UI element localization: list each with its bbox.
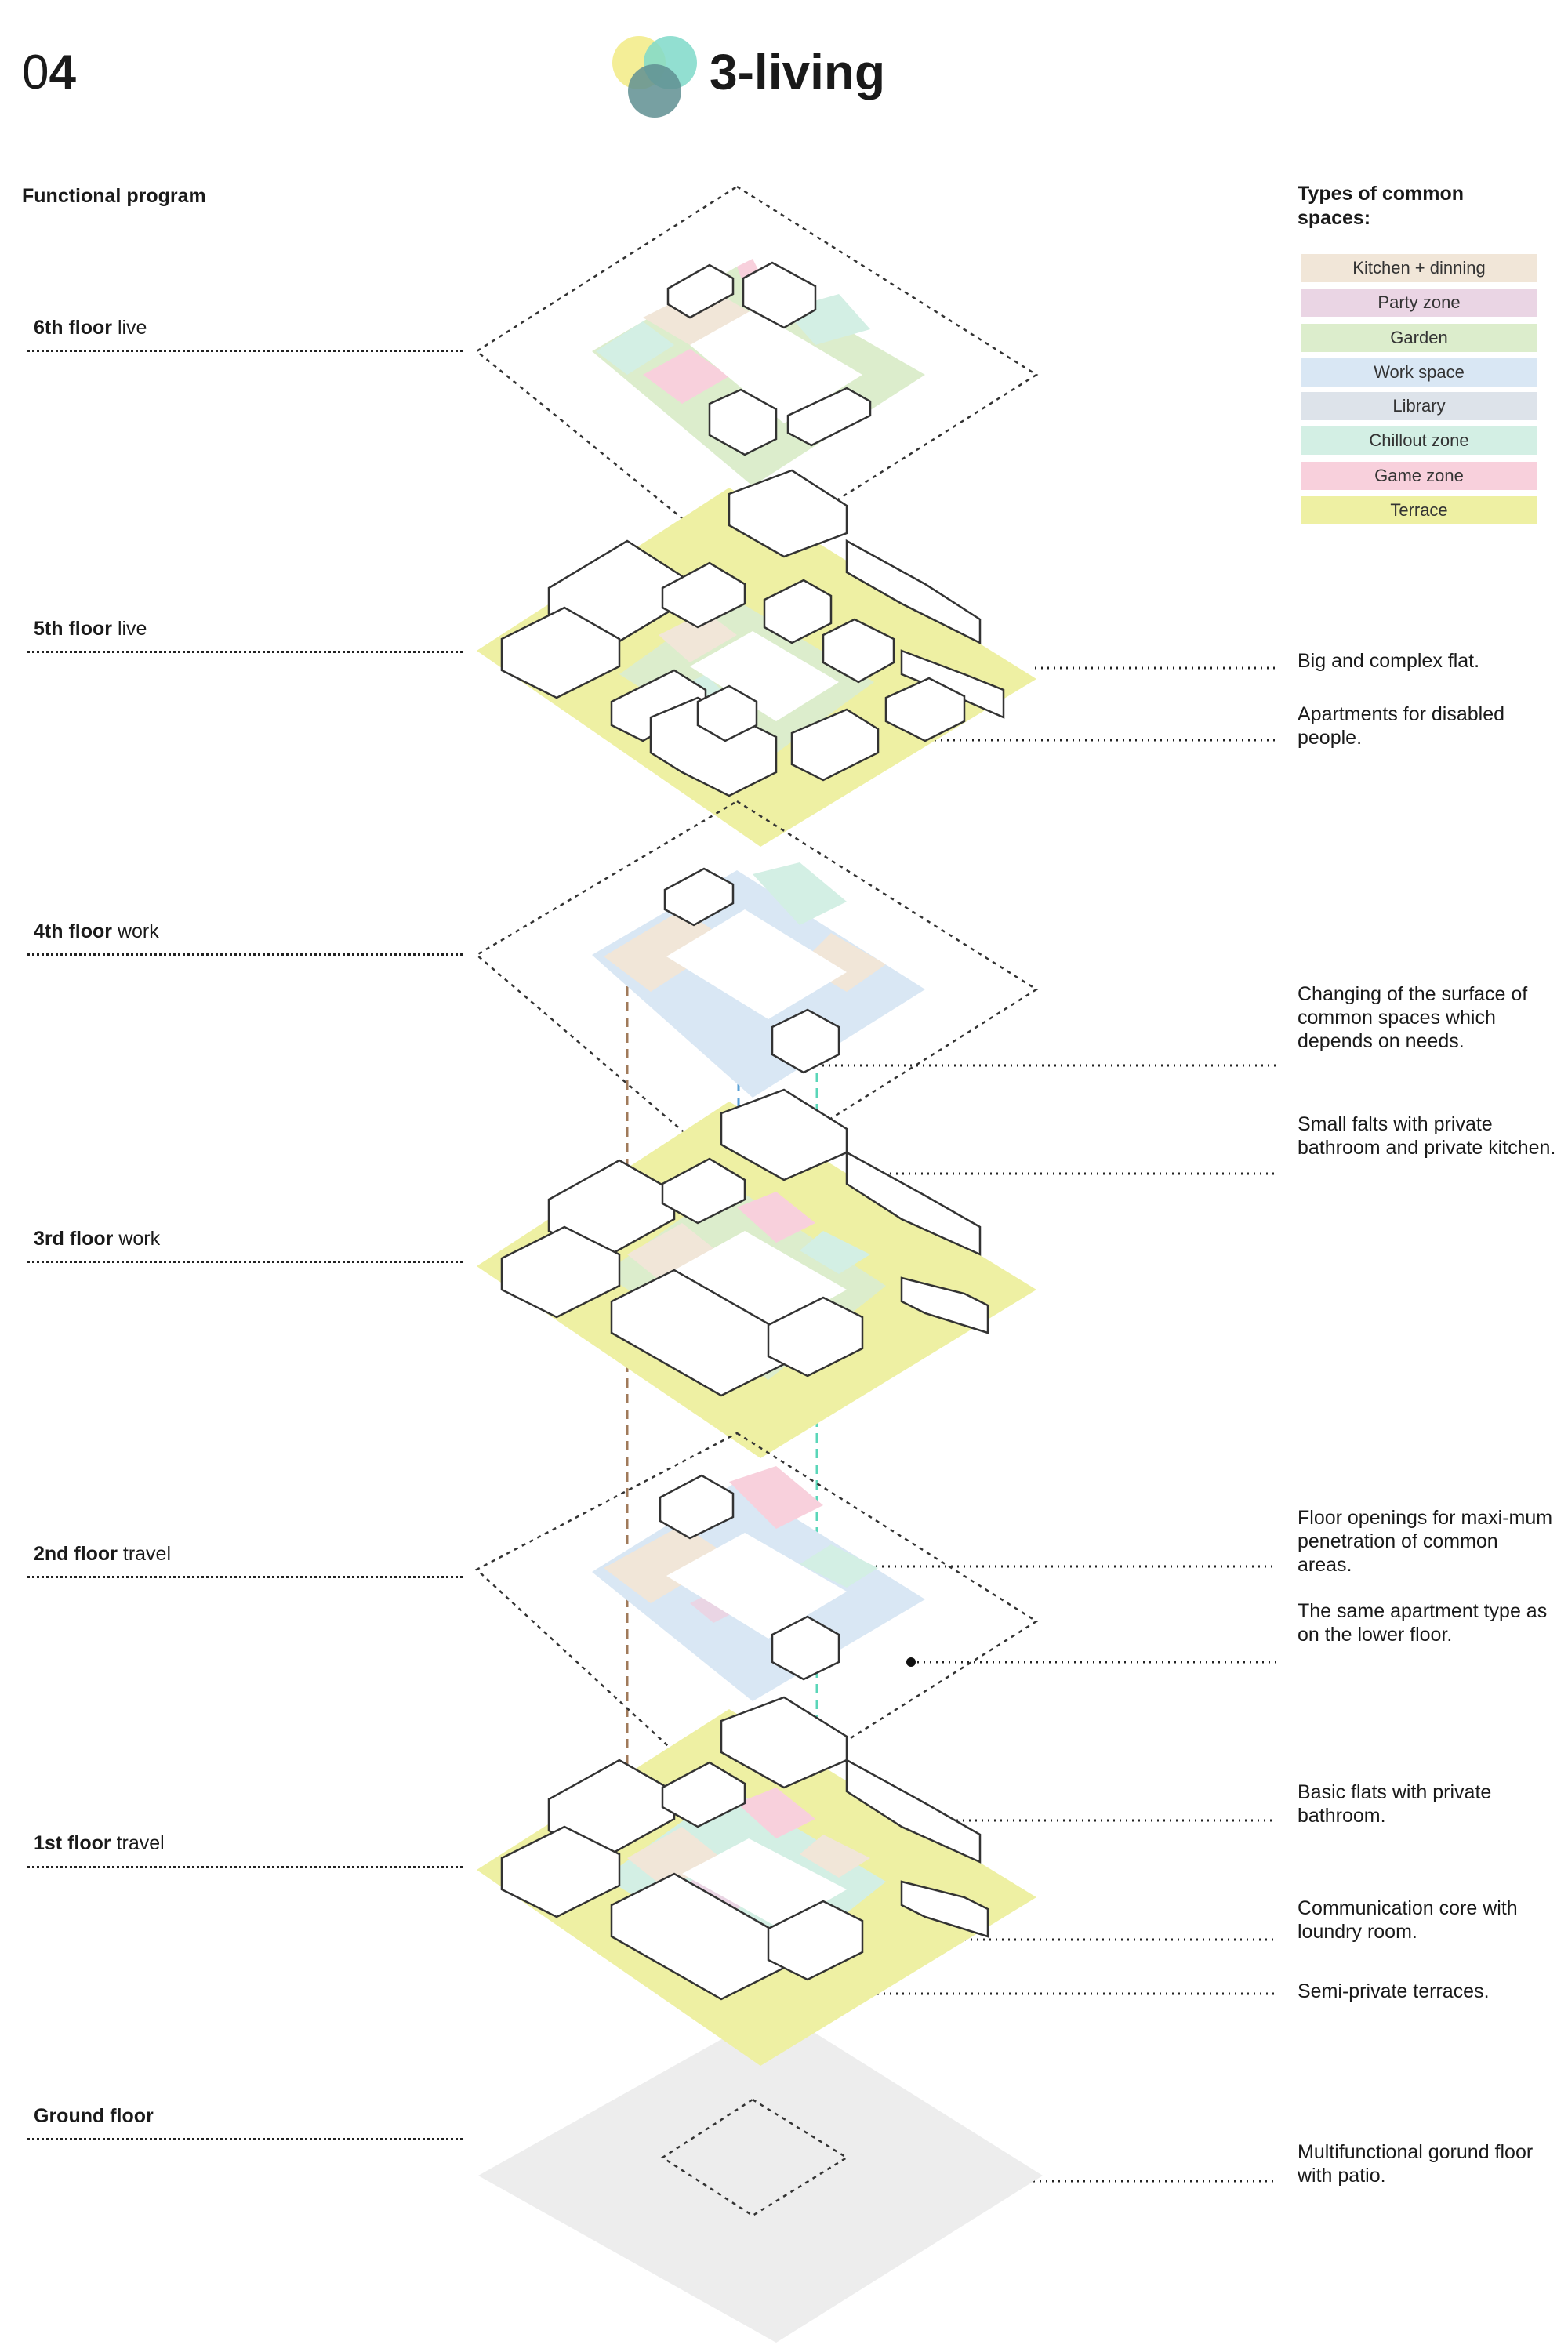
leader-3 — [27, 1261, 463, 1263]
floor-label-ground: Ground floor — [34, 2105, 154, 2127]
note-ground: Multifunctional gorund floor with patio. — [1298, 2141, 1534, 2187]
floor-5 — [477, 469, 1036, 847]
note-big-flat: Big and complex flat. — [1298, 650, 1480, 672]
leader-5 — [27, 651, 463, 653]
page-title: 3-living — [710, 44, 886, 100]
leader-6 — [27, 350, 463, 352]
note-basic-flats: Basic flats with private bathroom. — [1298, 1781, 1492, 1827]
floor-label-2: 2nd floor travel — [34, 1543, 172, 1565]
floor-label-4: 4th floor work — [34, 920, 159, 942]
legend-party: Party zone — [1301, 289, 1537, 317]
legend-work: Work space — [1301, 358, 1537, 387]
legend-terrace: Terrace — [1301, 496, 1537, 524]
page-number-main: 4 — [49, 45, 76, 100]
note-small-flats: Small falts with private bathroom and pr… — [1298, 1113, 1556, 1159]
legend-title: Types of common spaces: — [1298, 183, 1465, 229]
note-core: Communication core with loundry room. — [1298, 1897, 1518, 1943]
floor-3 — [477, 1088, 1036, 1458]
note-disabled: Apartments for disabled people. — [1298, 703, 1505, 749]
logo-icon — [612, 36, 697, 118]
legend-chillout: Chillout zone — [1301, 426, 1537, 455]
floor-label-1: 1st floor travel — [34, 1832, 165, 1854]
note-openings: Floor openings for maxi-mum penetration … — [1298, 1507, 1553, 1576]
floor-label-5: 5th floor live — [34, 618, 147, 640]
legend-library: Library — [1301, 392, 1537, 420]
legend-kitchen: Kitchen + dinning — [1301, 254, 1537, 282]
ground-floor — [478, 2009, 1043, 2343]
page-number-prefix: 0 — [22, 45, 49, 100]
note-surface: Changing of the surface of common spaces… — [1298, 983, 1528, 1052]
floor-label-3: 3rd floor work — [34, 1228, 161, 1250]
page-number: 04 — [22, 49, 76, 97]
right-leaders — [759, 666, 1276, 2183]
program-heading: Functional program — [22, 185, 206, 207]
legend-game: Game zone — [1301, 462, 1537, 490]
floor-1 — [477, 1696, 1036, 2066]
note-same-type: The same apartment type as on the lower … — [1298, 1600, 1548, 1646]
leader-2 — [27, 1576, 463, 1578]
floor-6 — [474, 185, 1039, 564]
floor-label-6: 6th floor live — [34, 317, 147, 339]
legend-garden: Garden — [1301, 324, 1537, 352]
leader-1 — [27, 1866, 463, 1868]
leader-4 — [27, 953, 463, 956]
note-terraces: Semi-private terraces. — [1298, 1980, 1490, 2002]
leader-ground — [27, 2138, 463, 2140]
